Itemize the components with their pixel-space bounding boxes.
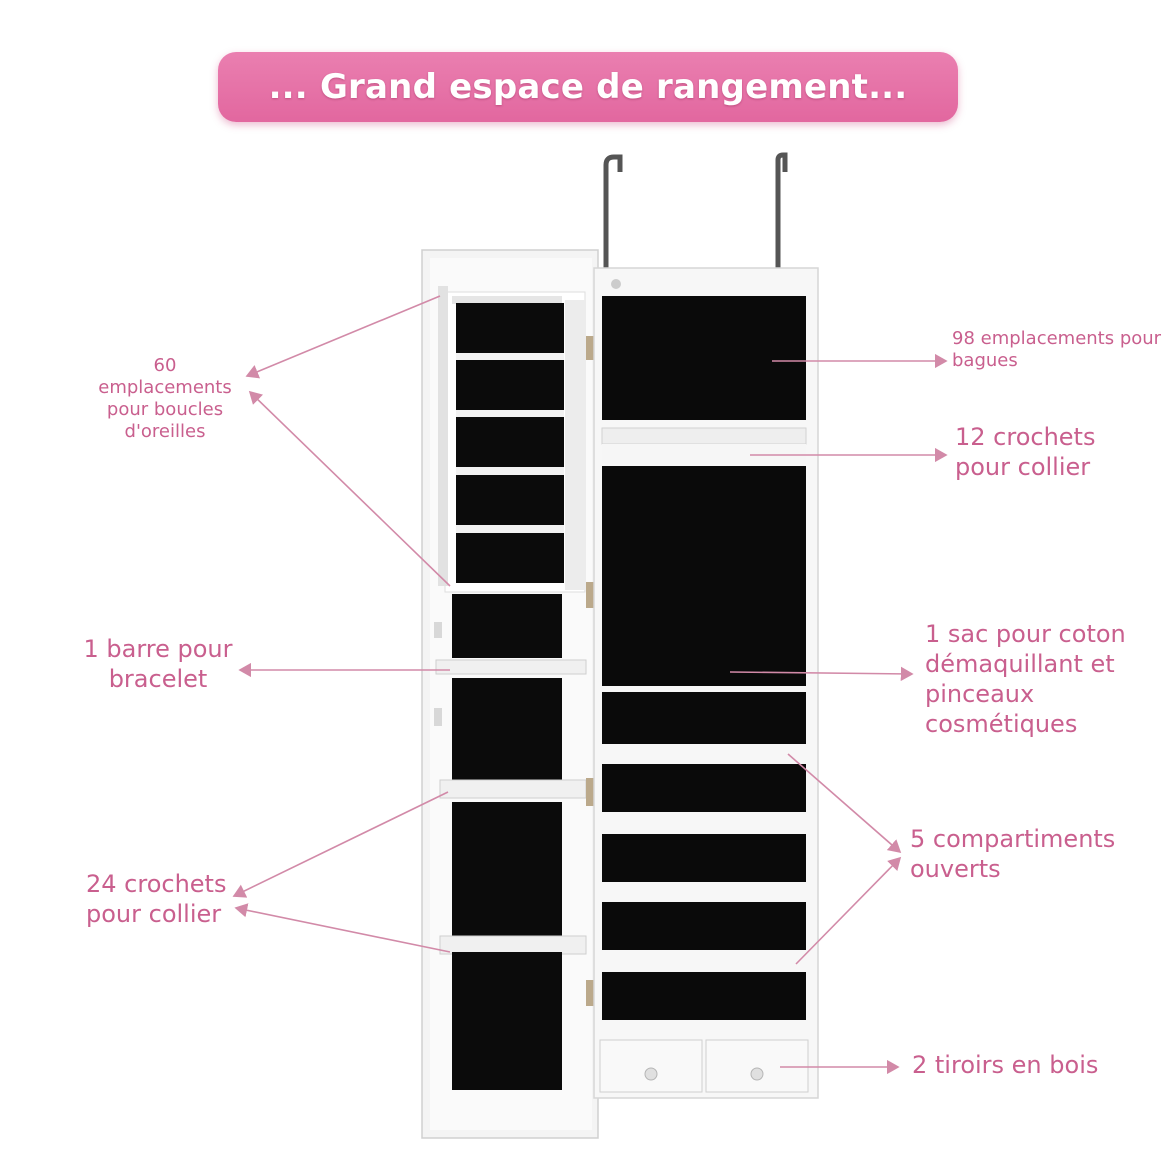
label-earrings: 60 emplacements pour boucles d'oreilles: [80, 355, 250, 443]
label-necklace-right-line-2: pour collier: [955, 453, 1091, 481]
label-necklace-left-line-1: 24 crochets: [86, 870, 227, 898]
label-rings: 98 emplacements pour bagues: [952, 328, 1176, 372]
label-earrings-line-2: emplacements: [98, 377, 232, 398]
label-rings-line-2: bagues: [952, 350, 1018, 371]
label-earrings-line-1: 60: [153, 355, 177, 376]
label-earrings-line-3: pour boucles: [106, 399, 224, 420]
label-cotton-bag-line-1: 1 sac pour coton: [925, 620, 1126, 648]
label-necklace-right-line-1: 12 crochets: [955, 423, 1096, 451]
title-banner: ... Grand espace de rangement...: [218, 52, 958, 122]
label-open-compartments-line-1: 5 compartiments: [910, 825, 1116, 853]
page-title: ... Grand espace de rangement...: [268, 67, 908, 107]
label-cotton-bag-line-2: démaquillant et: [925, 650, 1115, 678]
label-earrings-line-4: d'oreilles: [124, 421, 206, 442]
cabinet-body: [593, 267, 819, 1099]
label-open-compartments-line-2: ouverts: [910, 855, 1001, 883]
label-necklace-left-line-2: pour collier: [86, 900, 222, 928]
cabinet-door: [421, 249, 599, 1139]
label-bracelet: 1 barre pour bracelet: [70, 634, 246, 694]
door-hooks: [603, 152, 788, 268]
label-cotton-bag-line-3: pinceaux: [925, 680, 1035, 708]
label-drawers: 2 tiroirs en bois: [912, 1050, 1152, 1080]
annotation-arrows: [232, 295, 948, 1075]
label-bracelet-line-1: 1 barre pour: [83, 635, 233, 663]
label-bracelet-line-2: bracelet: [108, 665, 208, 693]
label-rings-line-1: 98 emplacements pour: [952, 328, 1162, 349]
label-drawers-line-1: 2 tiroirs en bois: [912, 1051, 1099, 1079]
label-cotton-bag: 1 sac pour coton démaquillant et pinceau…: [925, 619, 1165, 739]
label-open-compartments: 5 compartiments ouverts: [910, 824, 1150, 884]
label-necklace-left: 24 crochets pour collier: [86, 869, 256, 929]
label-cotton-bag-line-4: cosmétiques: [925, 710, 1078, 738]
label-necklace-right: 12 crochets pour collier: [955, 422, 1155, 482]
